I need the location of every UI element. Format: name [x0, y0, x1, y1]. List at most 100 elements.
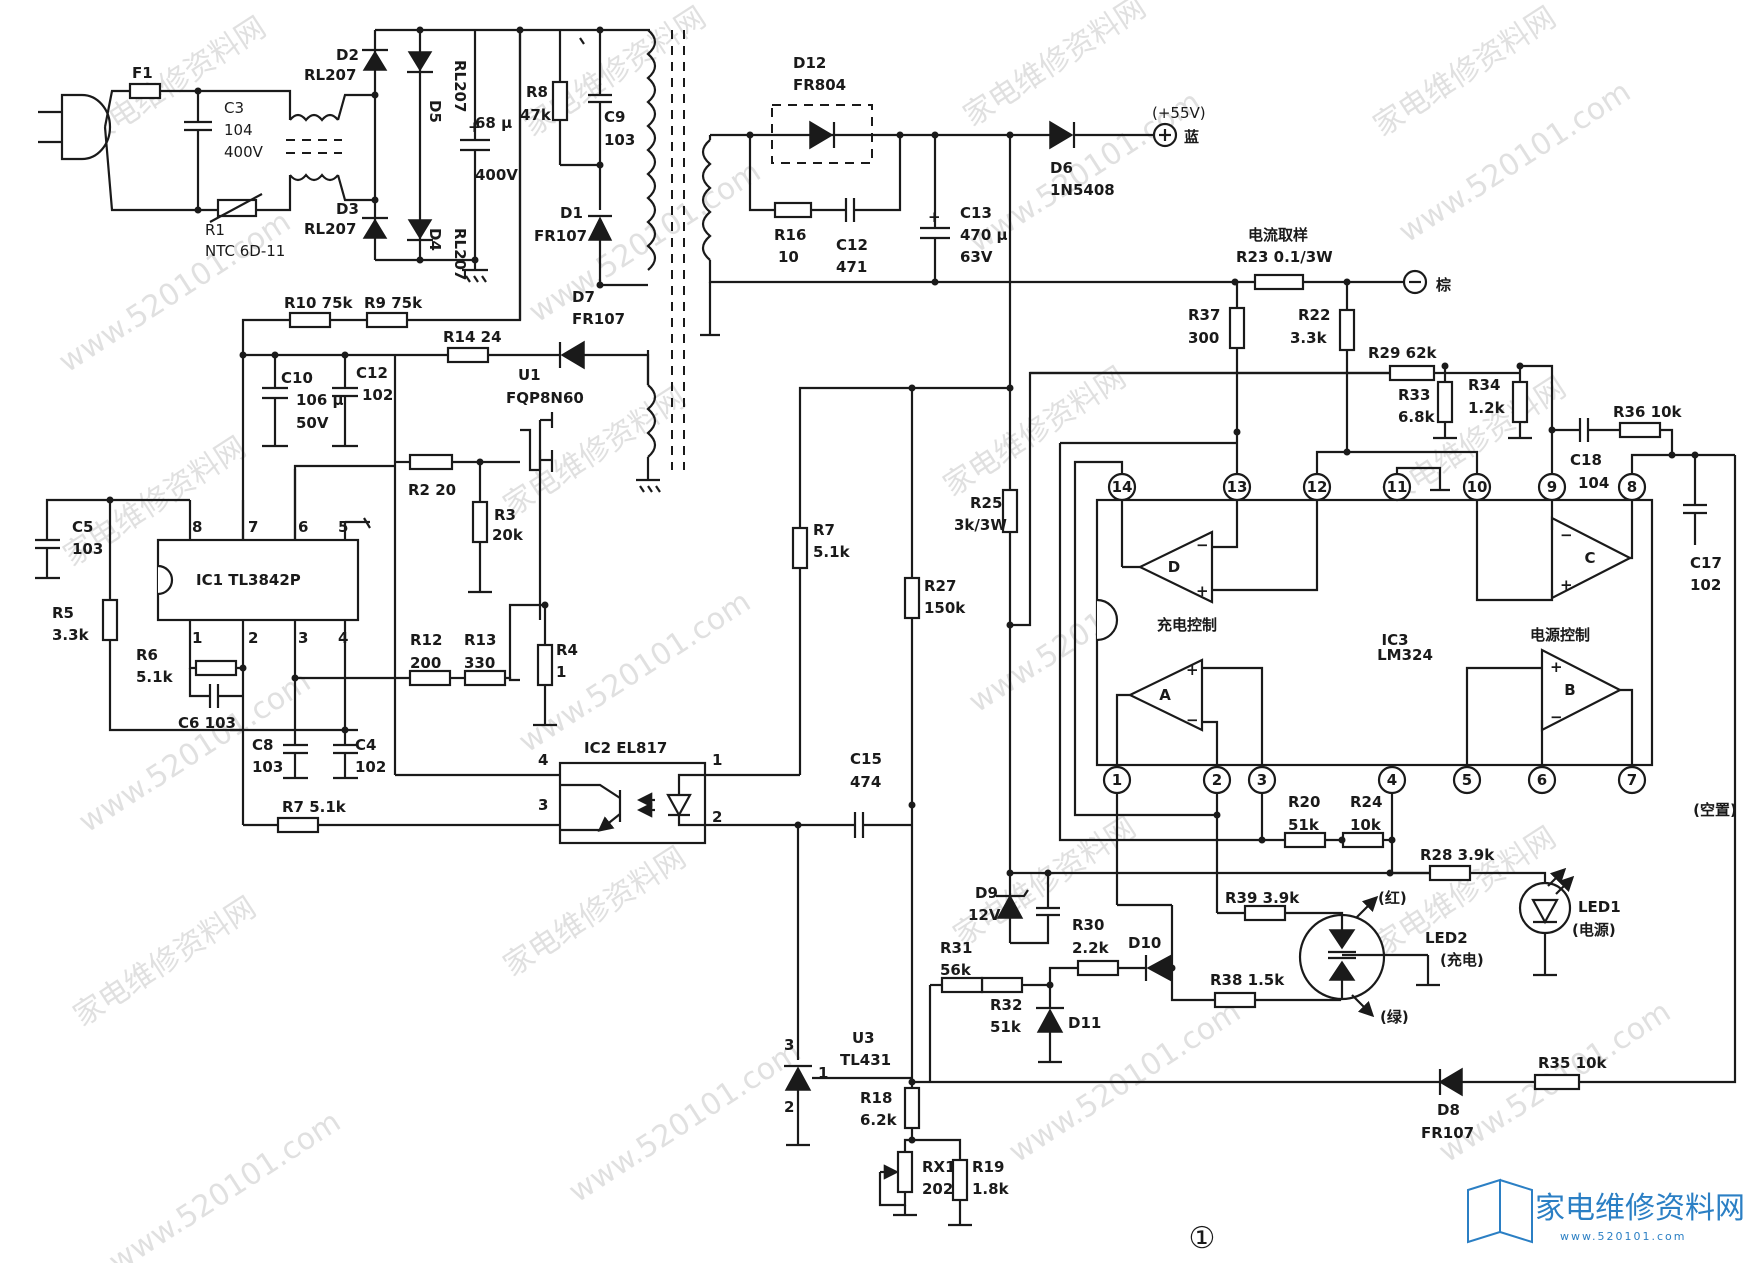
ic3-pin-13-label: 13: [1227, 478, 1248, 496]
label-Cbulk-v: 400V: [475, 166, 518, 184]
diode-D5: [407, 51, 433, 72]
label-C13-v: 63V: [960, 248, 993, 266]
opamp-B-label: B: [1564, 681, 1575, 699]
resistor-R2: [408, 453, 454, 471]
watermark-url: www.520101.com: [563, 1034, 807, 1210]
resistor-R6: [194, 659, 238, 677]
resistor-R19: [951, 1158, 969, 1202]
label-R22-val: 3.3k: [1290, 329, 1328, 347]
label-F1: F1: [132, 64, 153, 82]
label-R32: R32: [990, 996, 1022, 1014]
label-LED2: LED2: [1425, 929, 1468, 947]
ic1-notch: [157, 564, 174, 596]
startup-vcc-section: R10 75k R9 75k R14 24 D7 FR107 C10 106 μ…: [239, 30, 650, 540]
opamp-A-minus: −: [1186, 711, 1199, 729]
ic3-bottom-network: R20 51k R24 10k R28 3.9k LED1 (电源) R39 3…: [1115, 793, 1621, 1026]
resistor-R9: [365, 311, 409, 329]
label-R7b: R7: [813, 521, 835, 539]
label-R6: R6: [136, 646, 158, 664]
label-R8: R8: [526, 83, 548, 101]
diode-D8: [1438, 1067, 1463, 1097]
label-D11: D11: [1068, 1014, 1101, 1032]
choke-winding-bottom: [289, 173, 339, 182]
ic3-pin-6-label: 6: [1537, 771, 1547, 789]
diode-D11: [1036, 1008, 1064, 1033]
diode-D1: [587, 216, 613, 241]
ic3-top-network: R37 300 R22 3.3k R29 62k R33 6.8k R34 1.…: [1030, 282, 1737, 1084]
label-D1-val: FR107: [534, 227, 587, 245]
resistor-R35: [1533, 1073, 1581, 1091]
label-D12: D12: [793, 54, 826, 72]
heatsink-outline: [771, 104, 873, 164]
label-R24: R24: [1350, 793, 1382, 811]
opamp-C-minus: −: [1560, 526, 1573, 544]
watermark-cn: 家电维修资料网: [937, 360, 1132, 504]
label-D6: D6: [1050, 159, 1073, 177]
cap-polarity-plus: +: [468, 118, 481, 136]
label-R28: R28 3.9k: [1420, 846, 1495, 864]
resistor-R18: [903, 1086, 921, 1130]
ic3-pin-12-label: 12: [1307, 478, 1328, 496]
resistor-R14: [446, 346, 490, 364]
ic3-pin-3-label: 3: [1257, 771, 1267, 789]
watermark-cn: 家电维修资料网: [497, 840, 692, 984]
label-power-control: 电源控制: [1530, 626, 1590, 644]
label-C9: C9: [604, 108, 625, 126]
diode-D4: [407, 219, 433, 240]
choke-winding-top: [289, 113, 339, 122]
label-C3-val: 104: [224, 121, 253, 139]
label-R1-val: NTC 6D-11: [205, 242, 285, 260]
ic2-pin-1: 1: [712, 751, 722, 769]
resistor-R16: [773, 201, 813, 219]
label-IC2: IC2 EL817: [584, 739, 667, 757]
label-R16-val: 10: [778, 248, 799, 266]
label-C12a-val: 102: [362, 386, 393, 404]
label-R36: R36 10k: [1613, 403, 1683, 421]
label-C8: C8: [252, 736, 273, 754]
resistor-R7a: [276, 816, 320, 834]
label-R1-ref: R1: [205, 221, 225, 239]
label-D9: D9: [975, 884, 998, 902]
label-C12b: C12: [836, 236, 868, 254]
label-R6-val: 5.1k: [136, 668, 174, 686]
label-D5: D5: [426, 100, 444, 123]
ic3-pin-8-label: 8: [1627, 478, 1637, 496]
ic2-pin-3: 3: [538, 796, 548, 814]
label-R8-val: 47k: [520, 106, 552, 124]
ac-plug-symbol: [60, 93, 112, 161]
transformer-secondary: [701, 139, 712, 261]
label-R30: R30: [1072, 916, 1104, 934]
ic2-pin-2: 2: [712, 808, 722, 826]
watermark-url: www.520101.com: [103, 1104, 347, 1263]
watermark-url: www.520101.com: [53, 204, 297, 380]
label-C15: C15: [850, 750, 882, 768]
label-R10: R10 75k: [284, 294, 354, 312]
label-R32-val: 51k: [990, 1018, 1022, 1036]
label-LED1: LED1: [1578, 898, 1621, 916]
label-C9-val: 103: [604, 131, 635, 149]
label-D7-val: FR107: [572, 310, 625, 328]
label-R29: R29 62k: [1368, 344, 1438, 362]
label-D1: D1: [560, 204, 583, 222]
label-C18-val: 104: [1578, 474, 1609, 492]
resistor-R28: [1428, 864, 1472, 882]
label-C5-val: 103: [72, 540, 103, 558]
label-R12: R12: [410, 631, 442, 649]
resistor-R39: [1243, 904, 1287, 922]
ic1-pin-2: 2: [248, 629, 258, 647]
label-R27-val: 150k: [924, 599, 966, 617]
label-R4-val: 1: [556, 663, 566, 681]
label-R33: R33: [1398, 386, 1430, 404]
resistor-R33: [1436, 380, 1454, 424]
resistor-R24: [1341, 831, 1385, 849]
label-U3-part: TL431: [840, 1051, 891, 1069]
label-D4: D4: [426, 228, 444, 251]
label-C5: C5: [72, 518, 93, 536]
label-R7b-val: 5.1k: [813, 543, 851, 561]
label-U1: U1: [518, 366, 541, 384]
label-R30-val: 2.2k: [1072, 939, 1110, 957]
label-R31-val: 56k: [940, 961, 972, 979]
resistor-R13: [463, 669, 507, 687]
opamp-B-plus: +: [1550, 658, 1563, 676]
watermark-cn: 家电维修资料网: [947, 810, 1142, 954]
